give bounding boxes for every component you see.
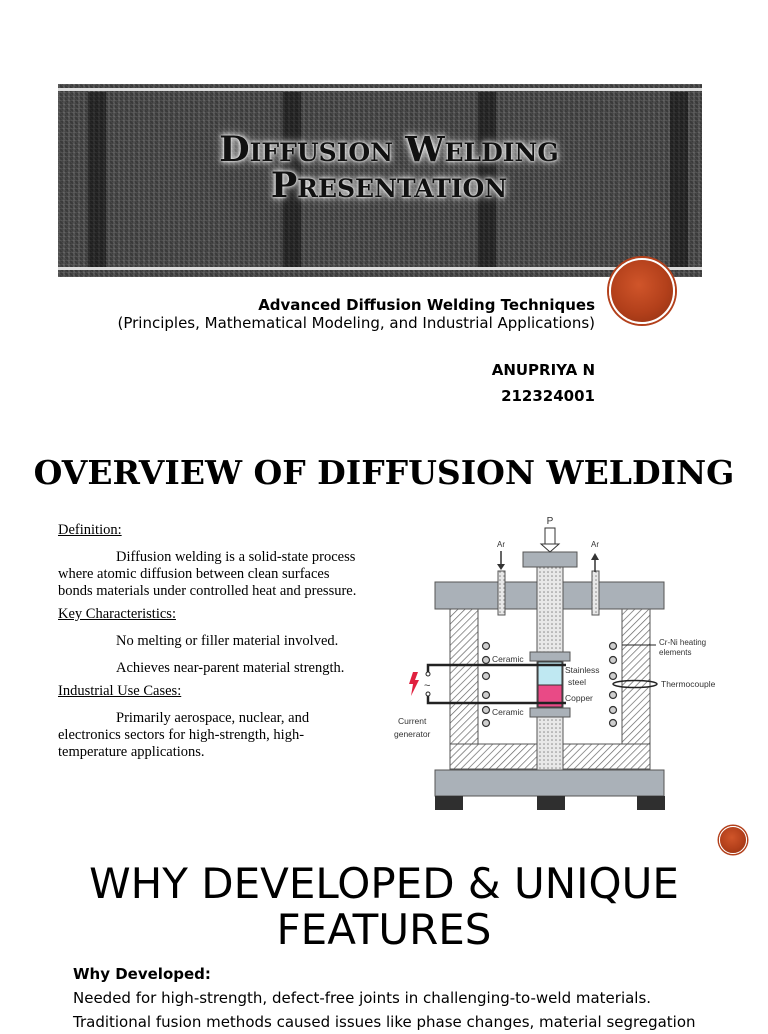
copper-label: Copper	[565, 693, 593, 703]
argon-in-label: Ar	[497, 540, 505, 549]
roll-number: 212324001	[501, 387, 595, 405]
subtitle: Advanced Diffusion Welding Techniques	[258, 296, 595, 314]
ceramic-top-label: Ceramic	[492, 654, 524, 664]
pressure-label: P	[547, 516, 554, 527]
presentation-title: Diffusion Welding Presentation	[219, 129, 559, 206]
current-label: Current	[398, 716, 427, 726]
argon-out-label: Ar	[591, 540, 599, 549]
generator-label: generator	[394, 729, 431, 739]
characteristic-item: No melting or filler material involved.	[116, 633, 339, 649]
subtitle-block: Advanced Diffusion Welding Techniques (P…	[118, 296, 596, 332]
why-developed-heading: Why Developed:	[73, 965, 211, 983]
title-slide: Diffusion Welding Presentation Advanced …	[0, 0, 768, 420]
heating-elements-label-2: elements	[659, 648, 691, 657]
steel-label: steel	[568, 677, 586, 687]
definition-text: Diffusion welding is a solid-state proce…	[58, 549, 357, 599]
thermocouple-label: Thermocouple	[661, 679, 716, 689]
author-block: ANUPRIYA N 212324001	[492, 357, 595, 409]
why-developed-line: Traditional fusion methods caused issues…	[73, 1013, 696, 1031]
author-name: ANUPRIYA N	[491, 361, 595, 379]
why-developed-line: Needed for high-strength, defect-free jo…	[73, 989, 652, 1007]
decorative-circle-large	[609, 258, 675, 324]
ac-symbol: ~	[424, 680, 430, 692]
subtitle-detail: (Principles, Mathematical Modeling, and …	[117, 314, 596, 332]
use-cases-text: Primarily aerospace, nuclear, and electr…	[58, 710, 310, 760]
stainless-label: Stainless	[565, 665, 600, 675]
overview-body: Definition: Diffusion welding is a solid…	[58, 516, 364, 761]
decorative-circle-small	[719, 826, 747, 854]
ceramic-bottom-label: Ceramic	[492, 707, 524, 717]
overview-title: OVERVIEW OF DIFFUSION WELDING	[33, 453, 735, 492]
characteristic-item: Achieves near-parent material strength.	[116, 660, 345, 676]
use-cases-heading: Industrial Use Cases:	[58, 683, 182, 699]
characteristics-heading: Key Characteristics:	[58, 606, 176, 622]
why-developed-body: Why Developed: Needed for high-strength,…	[73, 962, 713, 1034]
overview-slide: OVERVIEW OF DIFFUSION WELDING Definition…	[0, 440, 768, 854]
definition-heading: Definition:	[58, 522, 122, 538]
diffusion-welding-diagram: P Ar Ar Cr-Ni heating elements Thermocou…	[394, 516, 716, 810]
why-developed-title: WHY DEVELOPED & UNIQUE FEATURES	[89, 859, 679, 954]
why-developed-slide: WHY DEVELOPED & UNIQUE FEATURES Why Deve…	[0, 820, 768, 1032]
heating-elements-label: Cr-Ni heating	[659, 638, 706, 647]
title-banner	[58, 84, 702, 277]
